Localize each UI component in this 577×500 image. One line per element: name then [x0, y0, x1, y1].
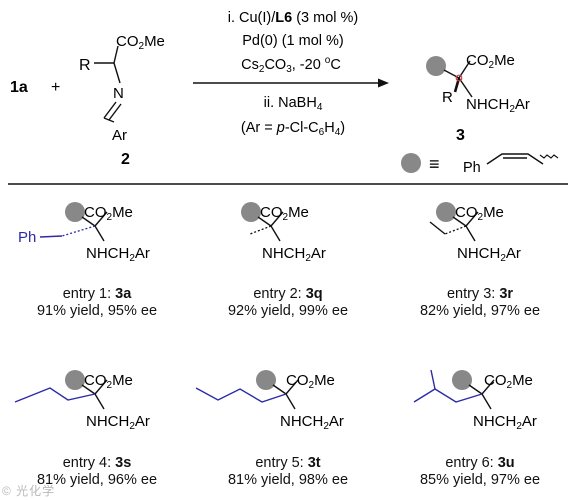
svg-text:CO2Me: CO2Me: [286, 372, 335, 391]
entry-4-result: 81% yield, 96% ee: [36, 472, 158, 488]
reactant-1a-label: 1a: [10, 79, 28, 96]
svg-text:NHCH2Ar: NHCH2Ar: [457, 245, 521, 264]
legend-sphere: [401, 153, 421, 173]
entry-1-caption: entry 1: 3a 91% yield, 95% ee: [2, 286, 192, 320]
entry-5-caption: entry 5: 3t 81% yield, 98% ee: [193, 455, 383, 489]
entry-2-result: 92% yield, 99% ee: [227, 303, 349, 319]
product-compound-label: 3: [456, 127, 465, 144]
condition-line-2: Pd(0) (1 mol %): [242, 33, 344, 49]
entry-6-caption: entry 6: 3u 85% yield, 97% ee: [385, 455, 575, 489]
entry-3-compound: 3r: [499, 286, 514, 302]
attachment-wavy-bond: [539, 154, 559, 159]
legend-phenyl: Ph: [463, 160, 481, 176]
entry-2-caption: entry 2: 3q 92% yield, 99% ee: [193, 286, 383, 320]
svg-text:NHCH2Ar: NHCH2Ar: [262, 245, 326, 264]
product-ester: CO2Me: [466, 52, 515, 71]
svg-text:NHCH2Ar: NHCH2Ar: [473, 413, 537, 432]
stereocenter-marker: [455, 74, 463, 82]
imine-r-group: R: [79, 57, 91, 74]
entry-1-compound: 3a: [115, 286, 132, 302]
svg-text:CO2Me: CO2Me: [260, 204, 309, 223]
svg-text:Ph: Ph: [18, 229, 36, 246]
entry-6-result: 85% yield, 97% ee: [419, 472, 541, 488]
structure-3s: CO2Me NHCH2Ar: [14, 370, 150, 432]
structure-3q: CO2Me NHCH2Ar: [241, 202, 326, 264]
imine-compound-label: 2: [121, 151, 130, 168]
plus-sign: +: [51, 79, 60, 96]
legend-equivalence-symbol: ≡: [429, 154, 440, 174]
reaction-arrowhead: [378, 78, 389, 88]
entry-5-compound: 3t: [307, 455, 321, 471]
entry-2-compound: 3q: [305, 286, 323, 302]
condition-line-1: i. Cu(I)/L6 (3 mol %): [228, 10, 359, 26]
entry-6-compound: 3u: [497, 455, 515, 471]
structure-row-1: CO2Me NHCH2Ar Ph CO2Me NHCH2Ar CO2Me NHC…: [18, 202, 521, 264]
structure-row-2: CO2Me NHCH2Ar CO2Me NHCH2Ar CO2Me NHCH2A…: [14, 369, 537, 432]
reaction-conditions: i. Cu(I)/L6 (3 mol %) Pd(0) (1 mol %) Cs…: [193, 10, 389, 138]
condition-line-3: Cs2CO3, -20 oC: [241, 55, 341, 75]
imine-ester: CO2Me: [116, 33, 165, 52]
structure-3r: CO2Me NHCH2Ar: [429, 202, 521, 264]
structure-3a: CO2Me NHCH2Ar Ph: [18, 202, 150, 264]
entry-1-result: 91% yield, 95% ee: [36, 303, 158, 319]
svg-text:NHCH2Ar: NHCH2Ar: [86, 245, 150, 264]
reaction-scheme: 1a + R CO2Me N Ar 2 i. Cu(I)/L6 (3 mol %…: [8, 10, 568, 185]
entry-5-result: 81% yield, 98% ee: [227, 472, 349, 488]
product-structure-3: CO2Me NHCH2Ar R 3 ≡ Ph: [401, 52, 559, 176]
imine-structure-2: R CO2Me N Ar 2: [79, 33, 165, 168]
svg-text:NHCH2Ar: NHCH2Ar: [280, 413, 344, 432]
svg-text:NHCH2Ar: NHCH2Ar: [86, 413, 150, 432]
svg-text:CO2Me: CO2Me: [84, 372, 133, 391]
condition-line-4: ii. NaBH4: [264, 95, 323, 113]
svg-text:CO2Me: CO2Me: [455, 204, 504, 223]
entry-4-compound: 3s: [115, 455, 132, 471]
structure-3u: CO2Me NHCH2Ar: [413, 369, 537, 432]
imine-aryl: Ar: [112, 127, 127, 144]
entry-4-caption: entry 4: 3s 81% yield, 96% ee: [2, 455, 192, 489]
allyl-group-sphere: [426, 56, 446, 76]
imine-nitrogen: N: [113, 85, 124, 102]
watermark: © 光化学: [2, 484, 56, 498]
condition-line-5: (Ar = p-Cl-C6H4): [241, 120, 345, 138]
entry-3-result: 82% yield, 97% ee: [419, 303, 541, 319]
product-r-group: R: [442, 89, 453, 106]
svg-text:CO2Me: CO2Me: [84, 204, 133, 223]
entry-3-caption: entry 3: 3r 82% yield, 97% ee: [385, 286, 575, 320]
structure-3t: CO2Me NHCH2Ar: [195, 370, 344, 432]
product-amine: NHCH2Ar: [466, 96, 530, 115]
svg-text:CO2Me: CO2Me: [484, 372, 533, 391]
